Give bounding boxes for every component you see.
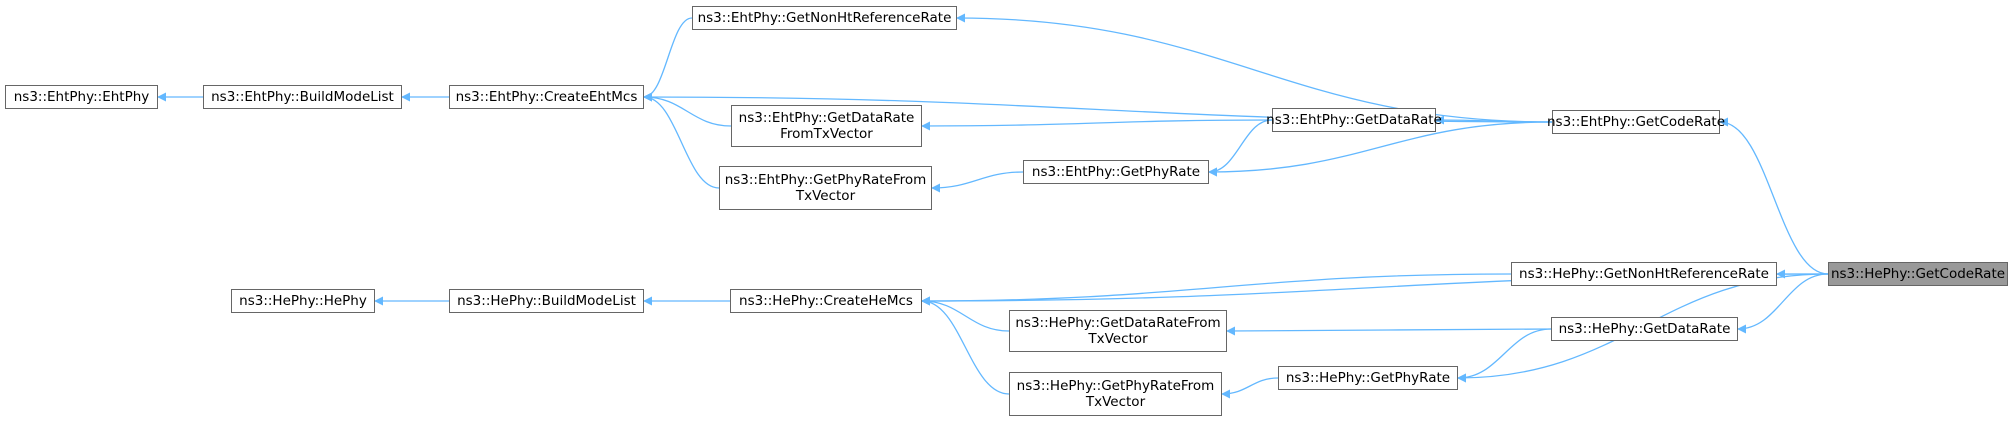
node-ehtphy-getphyratefromtxvector[interactable]: ns3::EhtPhy::GetPhyRateFrom TxVector — [719, 166, 932, 210]
node-hephy-buildmodelist[interactable]: ns3::HePhy::BuildModeList — [449, 289, 644, 313]
edge-eht_getphyrate-to-eht_getdatarate — [1208, 119, 1273, 177]
node-ehtphy-getcoderate[interactable]: ns3::EhtPhy::GetCodeRate — [1547, 110, 1725, 134]
edge-he_getphyrate_txv-to-he_getphyrate — [1221, 377, 1279, 399]
node-ehtphy-buildmodelist[interactable]: ns3::EhtPhy::BuildModeList — [203, 85, 402, 109]
edge-eht_createmcs-to-eht_getnonht — [643, 17, 693, 102]
edge-eht_getcoderate-to-root — [1719, 117, 1829, 275]
node-hephy-getphyrate[interactable]: ns3::HePhy::GetPhyRate — [1278, 366, 1458, 390]
edge-eht_getdatarate_txv-to-eht_getdatarate — [921, 119, 1273, 131]
node-ehtphy-getphyrate[interactable]: ns3::EhtPhy::GetPhyRate — [1023, 160, 1209, 184]
node-hephy-hephy[interactable]: ns3::HePhy::HePhy — [231, 289, 375, 313]
node-hephy-getphyratefromtxvector[interactable]: ns3::HePhy::GetPhyRateFrom TxVector — [1009, 372, 1222, 416]
edge-he_getphyrate-to-he_getdatarate — [1457, 328, 1552, 383]
node-ehtphy-ehtphy[interactable]: ns3::EhtPhy::EhtPhy — [5, 85, 158, 109]
edge-he_createmcs-to-he_getdatarate_txv — [921, 296, 1010, 332]
edge-eht_createmcs-to-eht_getphyrate_txv — [643, 92, 720, 189]
node-hephy-getcoderate[interactable]: ns3::HePhy::GetCodeRate — [1828, 262, 2008, 286]
node-hephy-createhemcs[interactable]: ns3::HePhy::CreateHeMcs — [730, 289, 922, 313]
edge-eht_createmcs-to-eht_getdatarate_txv — [643, 92, 732, 127]
node-ehtphy-getnonhtreferencerate[interactable]: ns3::EhtPhy::GetNonHtReferenceRate — [692, 6, 957, 30]
node-ehtphy-getdatarate[interactable]: ns3::EhtPhy::GetDataRate — [1266, 108, 1442, 132]
node-hephy-getdatarate[interactable]: ns3::HePhy::GetDataRate — [1551, 317, 1738, 341]
node-hephy-getdataratefromtxvector[interactable]: ns3::HePhy::GetDataRateFrom TxVector — [1009, 310, 1227, 352]
node-hephy-getnonhtreferencerate[interactable]: ns3::HePhy::GetNonHtReferenceRate — [1511, 262, 1777, 286]
edge-he_getdatarate-to-root — [1737, 273, 1829, 334]
node-ehtphy-getdataratefromtxvector[interactable]: ns3::EhtPhy::GetDataRate FromTxVector — [731, 105, 922, 147]
edge-he_createmcs-to-he_getphyrate_txv — [921, 296, 1010, 395]
edge-he_createmcs-to-he_getnonht — [921, 273, 1512, 306]
node-ehtphy-createehtmcs[interactable]: ns3::EhtPhy::CreateEhtMcs — [449, 85, 644, 109]
edge-eht_getphyrate-to-eht_getcoderate — [1208, 121, 1553, 177]
edge-eht_getphyrate_txv-to-eht_getphyrate — [931, 171, 1024, 193]
edge-he_getdatarate_txv-to-he_getdatarate — [1226, 326, 1552, 336]
edge-eht_getnonht-to-eht_getcoderate — [956, 13, 1553, 123]
